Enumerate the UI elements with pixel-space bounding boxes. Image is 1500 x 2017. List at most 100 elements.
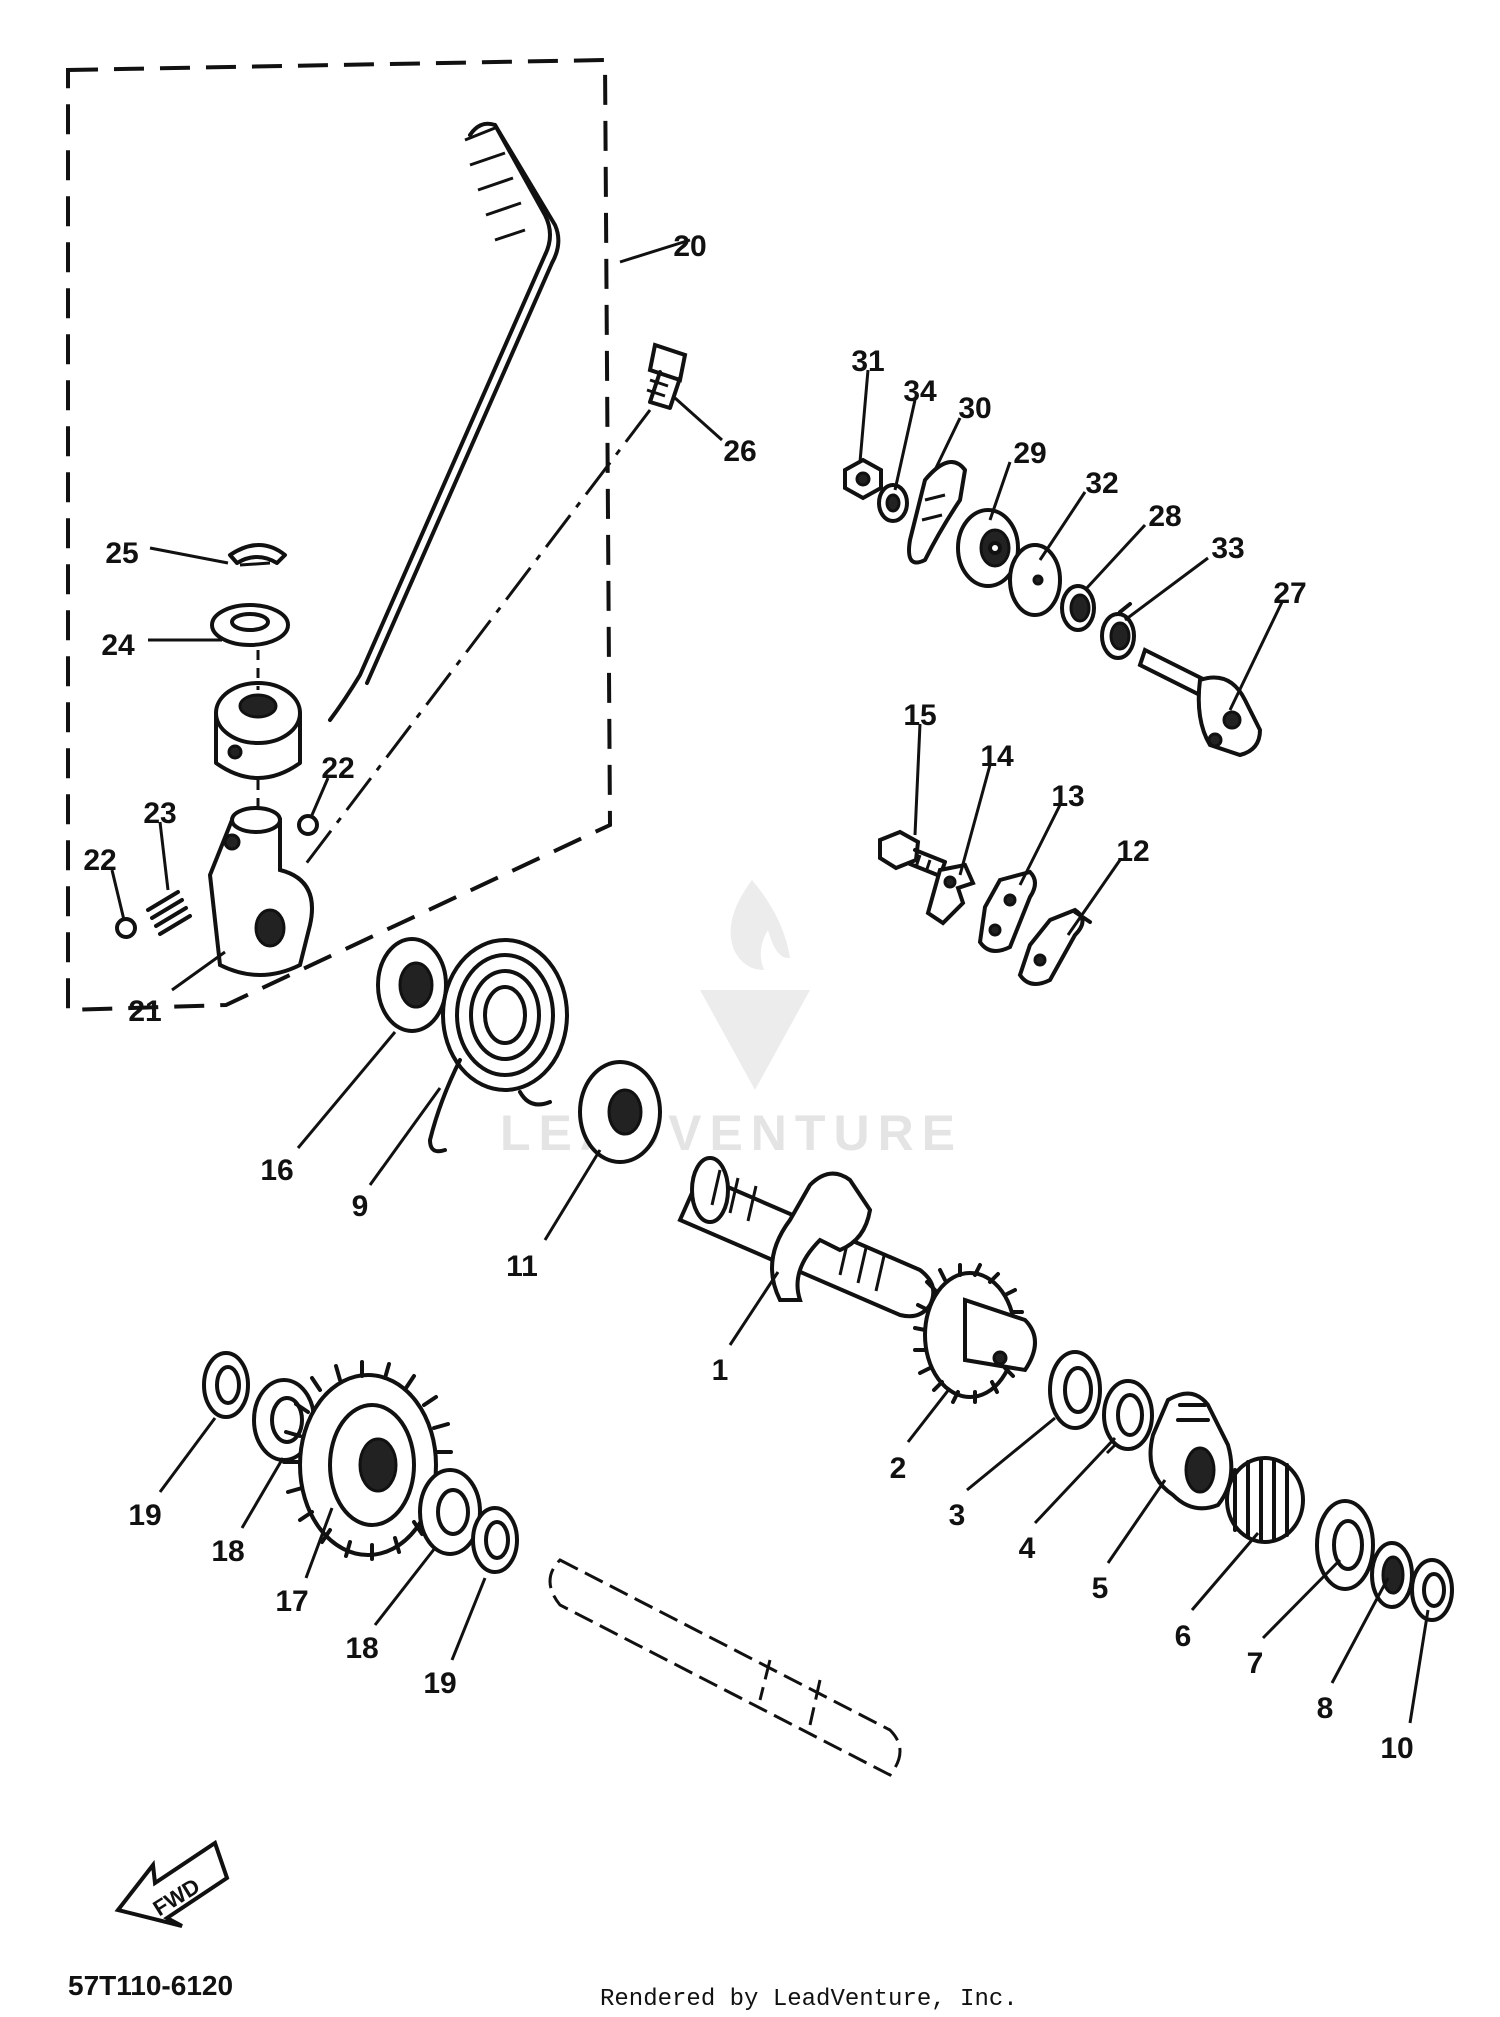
leader-line <box>373 1547 437 1626</box>
leader-line <box>858 369 870 463</box>
callout-number: 15 <box>903 699 936 732</box>
part-washer-34 <box>877 483 909 523</box>
leader-line <box>893 399 917 491</box>
callout-c22a: 22 <box>310 752 355 816</box>
callout-c2: 2 <box>890 1387 952 1485</box>
callout-c32: 32 <box>1038 467 1119 561</box>
part-oil-seal-16 <box>376 937 448 1033</box>
callout-c28: 28 <box>1083 500 1182 592</box>
part-spring-23 <box>146 890 192 936</box>
callout-c25: 25 <box>105 537 229 570</box>
part-washer-24 <box>210 603 290 647</box>
callout-number: 14 <box>980 740 1014 773</box>
callout-number: 21 <box>128 995 161 1028</box>
leader-line <box>296 1031 397 1149</box>
callout-number: 19 <box>128 1499 161 1532</box>
callout-c10: 10 <box>1380 1609 1430 1765</box>
diagram-code: 57T110-6120 <box>68 1970 233 2001</box>
part-washer-3 <box>1048 1350 1102 1430</box>
leader-line <box>1261 1558 1342 1640</box>
leader-line <box>240 1457 285 1529</box>
callout-number: 4 <box>1019 1532 1036 1565</box>
callout-c29: 29 <box>988 437 1047 521</box>
callout-c18a: 18 <box>211 1457 285 1568</box>
leader-line <box>158 821 170 891</box>
callout-c31: 31 <box>851 345 885 463</box>
callout-number: 28 <box>1148 500 1181 533</box>
callout-c19a: 19 <box>128 1417 217 1532</box>
part-kick-boss-21 <box>207 806 314 977</box>
callout-c9: 9 <box>352 1087 442 1223</box>
callout-c16: 16 <box>260 1031 397 1187</box>
part-bolt-26 <box>646 342 688 410</box>
callout-number: 27 <box>1273 577 1306 610</box>
part-collar-28 <box>1060 584 1096 632</box>
leader-line <box>619 238 691 264</box>
callout-number: 22 <box>321 752 354 785</box>
callout-c23: 23 <box>143 797 177 891</box>
watermark-text: LEADVENTURE <box>500 1105 963 1161</box>
callout-number: 11 <box>506 1250 538 1283</box>
part-circlip-25 <box>228 543 287 567</box>
callout-number: 2 <box>890 1452 907 1485</box>
leader-line <box>171 950 226 992</box>
callout-c20: 20 <box>619 230 707 264</box>
leader-line <box>958 764 992 876</box>
leader-line <box>906 1387 952 1443</box>
callout-number: 5 <box>1092 1572 1109 1605</box>
callout-number: 1 <box>712 1354 729 1387</box>
leader-line <box>158 1417 217 1493</box>
callout-c13: 13 <box>1018 780 1085 886</box>
leader-line <box>1408 1609 1430 1724</box>
callout-c27: 27 <box>1228 577 1307 711</box>
callout-c34: 34 <box>893 375 937 491</box>
callout-c21: 21 <box>128 950 226 1028</box>
part-kick-axle-1 <box>677 1156 936 1319</box>
leader-line <box>1190 1532 1260 1611</box>
part-torsion-spring-9 <box>428 938 569 1154</box>
leader-line <box>988 461 1012 521</box>
part-guide-11 <box>578 1060 662 1164</box>
part-washer-10 <box>1410 1558 1454 1622</box>
callout-number: 34 <box>903 375 937 408</box>
callout-number: 18 <box>211 1535 244 1568</box>
leader-line <box>1083 523 1147 592</box>
part-shift-shaft-27 <box>1137 647 1263 758</box>
callout-number: 16 <box>260 1154 293 1187</box>
callout-number: 33 <box>1211 532 1244 565</box>
part-washer-32 <box>1008 543 1062 617</box>
callout-number: 22 <box>83 844 116 877</box>
callout-number: 24 <box>101 629 135 662</box>
leader-line <box>728 1271 780 1346</box>
part-circlip-19a <box>202 1351 250 1419</box>
callout-c11: 11 <box>506 1149 602 1283</box>
leader-line <box>110 869 126 921</box>
callout-number: 19 <box>423 1667 456 1700</box>
part-bearing-29 <box>956 508 1020 588</box>
callout-c3: 3 <box>949 1416 1056 1532</box>
callout-c19b: 19 <box>423 1577 487 1700</box>
callout-c7: 7 <box>1247 1558 1342 1680</box>
callout-number: 31 <box>851 345 884 378</box>
leader-line <box>450 1577 487 1661</box>
callout-c14: 14 <box>958 740 1014 876</box>
callout-c33: 33 <box>1124 532 1245 622</box>
callout-number: 30 <box>958 392 991 425</box>
part-kick-lever <box>214 121 561 780</box>
part-circlip-4 <box>1102 1379 1154 1455</box>
part-stopper-14 <box>925 862 976 926</box>
callout-number: 25 <box>105 537 138 570</box>
callout-c6: 6 <box>1175 1532 1260 1653</box>
callout-layer: 2026313430293228332725242223222115141312… <box>83 230 1430 1765</box>
callout-c12: 12 <box>1066 835 1150 936</box>
part-bolt-15 <box>878 829 947 878</box>
part-washer-18b <box>418 1468 482 1556</box>
part-ball-22b <box>115 917 137 939</box>
callout-number: 17 <box>275 1585 308 1618</box>
leader-line <box>674 396 723 442</box>
leader-line <box>1228 601 1284 711</box>
leader-line <box>1106 1479 1167 1564</box>
part-circlip-33 <box>1100 602 1136 660</box>
leader-line <box>966 1416 1056 1492</box>
leader-line <box>913 723 922 836</box>
